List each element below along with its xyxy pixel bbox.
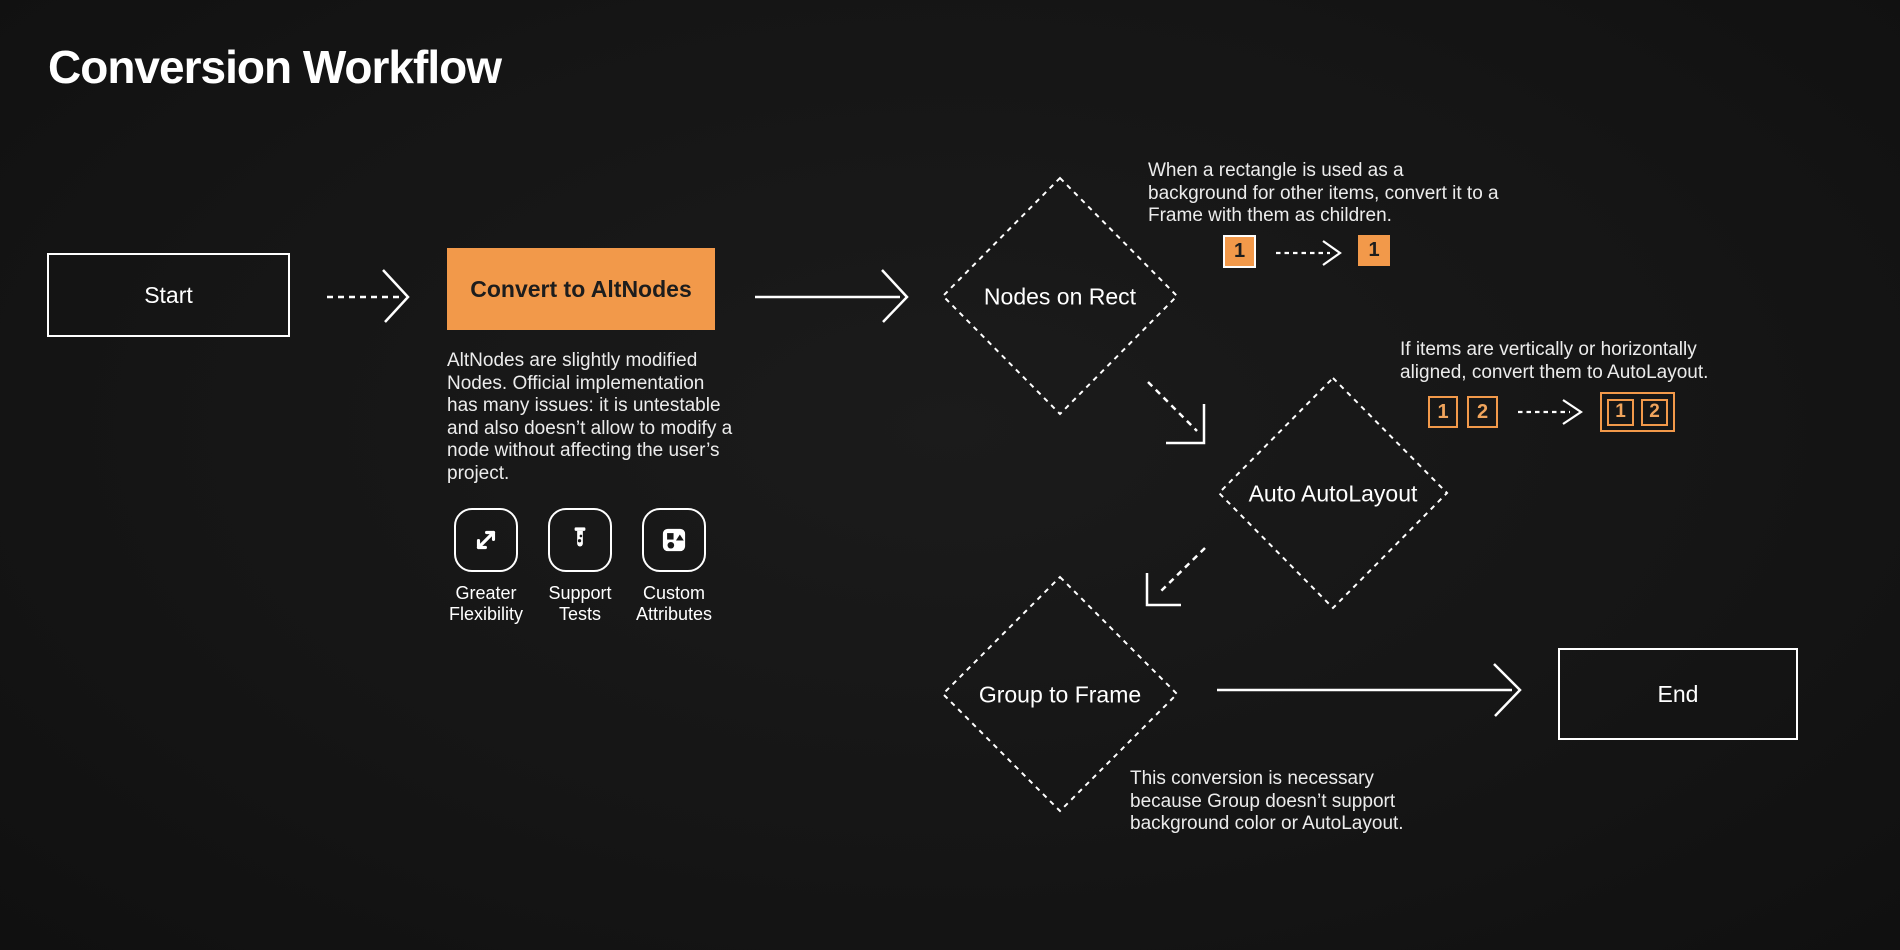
node-convert-label: Convert to AltNodes xyxy=(470,275,692,302)
mini-rect-before-chip: 1 xyxy=(1223,235,1256,268)
arrow-convert-to-nodes-on-rect xyxy=(755,269,909,323)
node-group-to-frame-label: Group to Frame xyxy=(978,681,1142,708)
node-end[interactable]: End xyxy=(1558,648,1798,740)
auto-autolayout-note: If items are vertically or horizontally … xyxy=(1400,339,1709,383)
shapes-icon xyxy=(642,508,706,572)
feature-greater-flexibility: Greater Flexibility xyxy=(441,508,531,625)
node-end-label: End xyxy=(1657,680,1699,707)
mini-frame-after-chip: 1 xyxy=(1358,235,1390,266)
arrow-nodes-on-rect-to-auto-autolayout xyxy=(1147,381,1206,445)
node-nodes-on-rect-label: Nodes on Rect xyxy=(983,283,1137,310)
feature-custom-attributes: Custom Attributes xyxy=(629,508,719,625)
mini-item-2-chip: 2 xyxy=(1467,396,1498,428)
chip-digit: 1 xyxy=(1615,401,1626,422)
arrow-group-to-frame-to-end xyxy=(1217,663,1522,717)
test-tube-icon xyxy=(548,508,612,572)
diamond-group-to-frame[interactable] xyxy=(941,575,1179,813)
chip-digit: 1 xyxy=(1368,239,1380,261)
mini-grouped-item-1-chip: 1 xyxy=(1607,398,1634,426)
feature-list: Greater Flexibility Support Tests xyxy=(441,508,719,625)
mini-item-1-chip: 1 xyxy=(1428,396,1458,428)
node-convert-to-altnodes[interactable]: Convert to AltNodes xyxy=(447,248,715,330)
chip-digit: 2 xyxy=(1476,400,1489,423)
feature-label: Custom Attributes xyxy=(635,583,713,624)
arrow-start-to-convert xyxy=(327,269,410,323)
convert-description: AltNodes are slightly modified Nodes. Of… xyxy=(447,350,733,484)
page-title: Conversion Workflow xyxy=(48,41,502,93)
mini-autolayout-group: 1 2 xyxy=(1600,392,1675,432)
nodes-on-rect-note: When a rectangle is used as a background… xyxy=(1148,160,1499,226)
chip-digit: 1 xyxy=(1233,240,1246,262)
group-to-frame-note: This conversion is necessary because Gro… xyxy=(1130,768,1404,834)
chip-digit: 2 xyxy=(1649,401,1660,422)
diamond-auto-autolayout[interactable] xyxy=(1217,376,1449,610)
arrow-auto-autolayout-to-group-to-frame xyxy=(1145,547,1206,607)
mini-grouped-item-2-chip: 2 xyxy=(1641,398,1668,426)
diamond-nodes-on-rect[interactable] xyxy=(941,176,1179,416)
node-start[interactable]: Start xyxy=(47,253,290,337)
arrow-mini-rect-to-frame xyxy=(1276,240,1342,266)
feature-label: Greater Flexibility xyxy=(448,583,523,624)
expand-arrows-icon xyxy=(454,508,518,572)
chip-digit: 1 xyxy=(1437,400,1449,423)
arrow-mini-autolayout xyxy=(1518,399,1583,425)
feature-label: Support Tests xyxy=(548,583,612,624)
node-start-label: Start xyxy=(144,281,193,308)
node-auto-autolayout-label: Auto AutoLayout xyxy=(1248,480,1418,507)
feature-support-tests: Support Tests xyxy=(535,508,625,625)
